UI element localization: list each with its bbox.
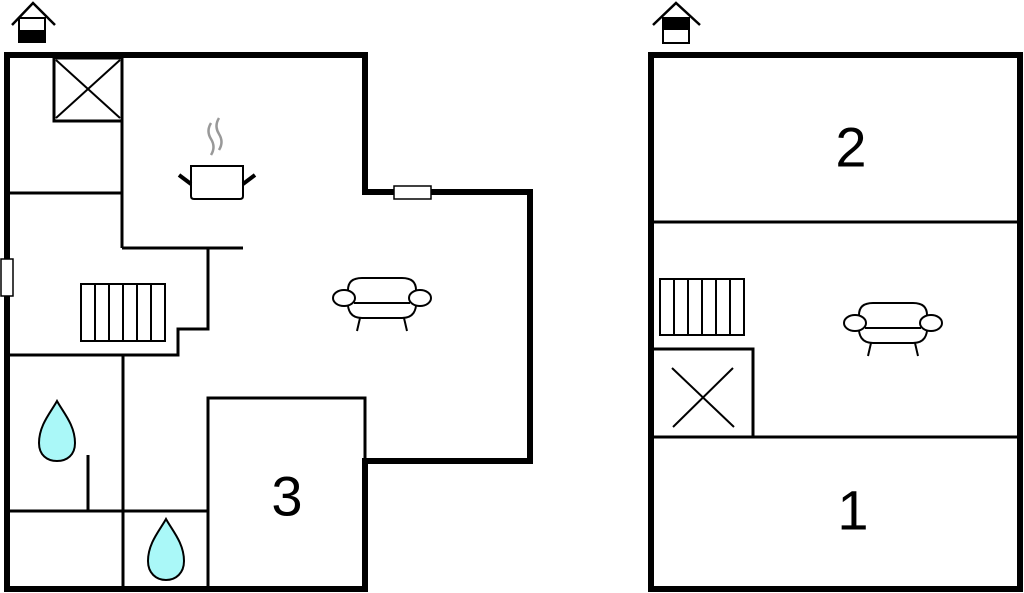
water-drop-icon [37, 398, 77, 463]
exterior-wall [4, 52, 533, 592]
stairs-icon [80, 283, 166, 342]
interior-walls [10, 58, 367, 586]
room-number: 3 [271, 465, 302, 528]
room-number: 2 [835, 116, 866, 179]
ground-floor-plan: 3 [0, 1, 533, 592]
cross-box-icon [52, 56, 124, 123]
stairs-icon [659, 278, 745, 336]
ground-floor-icon [11, 1, 56, 43]
room-number: 1 [837, 479, 868, 542]
sofa-icon [843, 302, 943, 357]
cooking-pot-icon [177, 117, 257, 200]
upper-floor-icon [652, 1, 701, 44]
upper-floor-plan: 2 1 [648, 1, 1023, 592]
interior-walls [654, 220, 1017, 439]
window [393, 185, 432, 200]
cross-box-icon [671, 367, 735, 428]
water-drop-icon [146, 516, 186, 582]
window [0, 258, 14, 297]
sofa-icon [332, 277, 432, 332]
exterior-wall [648, 52, 1023, 592]
